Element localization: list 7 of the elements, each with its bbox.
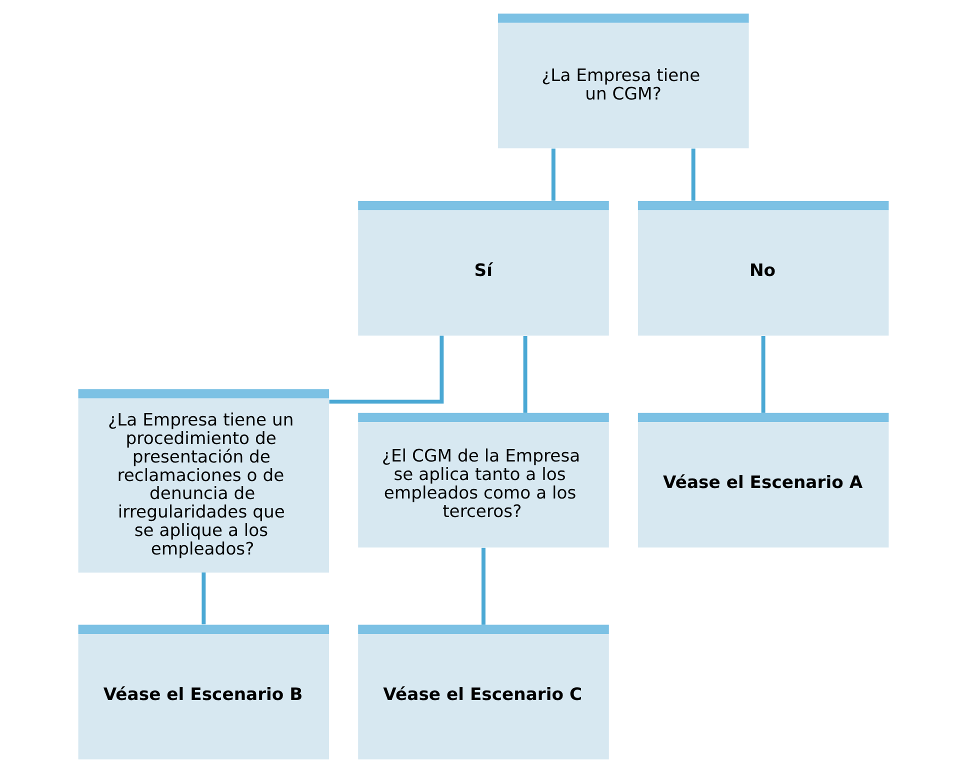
connector (523, 336, 528, 413)
connector (202, 572, 206, 624)
connector (482, 548, 486, 625)
connector (551, 148, 556, 201)
connector (761, 336, 766, 413)
connector (691, 148, 696, 201)
connector (329, 336, 444, 404)
